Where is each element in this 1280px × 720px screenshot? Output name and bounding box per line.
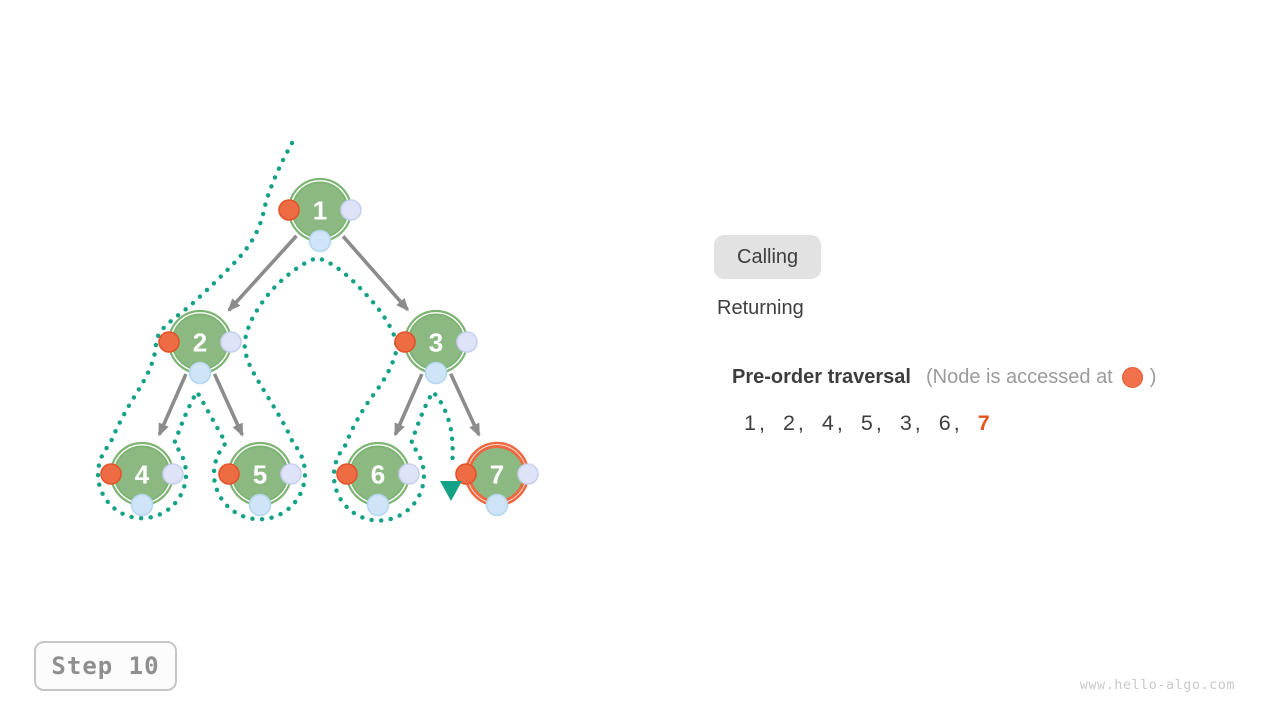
sequence-value: 7: [977, 411, 990, 435]
preorder-access-dot: [100, 463, 122, 485]
postorder-dot: [130, 493, 154, 517]
node-label: 3: [429, 327, 443, 357]
sequence-value: 1: [744, 411, 756, 435]
sequence-value: 6: [938, 411, 951, 435]
inorder-dot: [220, 331, 242, 353]
step-badge: Step 10: [34, 641, 177, 691]
tree-node-7: 7: [455, 441, 539, 517]
trail-pointer-icon: [440, 481, 462, 501]
tree-edge-3-7: [449, 373, 481, 437]
node-label: 7: [490, 459, 504, 489]
node-label: 4: [135, 459, 150, 489]
sequence-separator: ,: [758, 411, 765, 435]
preorder-access-dot: [278, 199, 300, 221]
inorder-dot: [398, 463, 420, 485]
sequence-value: 4: [821, 411, 834, 435]
postorder-dot: [188, 361, 212, 385]
sequence-value: 5: [860, 411, 873, 435]
preorder-access-dot: [336, 463, 358, 485]
postorder-dot: [485, 493, 509, 517]
sequence-value: 2: [782, 411, 795, 435]
preorder-access-dot: [394, 331, 416, 353]
postorder-dot: [248, 493, 272, 517]
tree-node-3: 3: [394, 309, 478, 385]
tree-node-2: 2: [158, 309, 242, 385]
traversal-header: Pre-order traversal (Node is accessed at…: [732, 366, 1156, 389]
tree-edge-1-2: [227, 234, 298, 312]
access-dot-icon: [1121, 367, 1143, 388]
tree-edge-2-4: [157, 373, 188, 437]
node-label: 1: [313, 195, 327, 225]
inorder-dot: [517, 463, 539, 485]
sequence-separator: ,: [875, 411, 882, 435]
traversal-title: Pre-order traversal: [732, 366, 911, 388]
tree-edge-2-5: [212, 373, 244, 437]
sequence-separator: ,: [914, 411, 921, 435]
tree-edge-1-3: [341, 235, 409, 312]
inorder-dot: [162, 463, 184, 485]
tree-node-5: 5: [218, 441, 302, 517]
node-label: 5: [253, 459, 267, 489]
sequence-separator: ,: [953, 411, 960, 435]
preorder-access-dot: [218, 463, 240, 485]
traversal-sequence: 1,2,4,5,3,6,7: [744, 411, 990, 436]
sequence-separator: ,: [836, 411, 843, 435]
postorder-dot: [366, 493, 390, 517]
inorder-dot: [340, 199, 362, 221]
tree-node-4: 4: [100, 441, 184, 517]
tree-edge-3-6: [393, 373, 424, 437]
calling-button[interactable]: Calling: [714, 235, 822, 279]
traversal-note-suffix: ): [1149, 366, 1157, 388]
node-label: 6: [371, 459, 385, 489]
node-label: 2: [193, 327, 207, 357]
sequence-value: 3: [899, 411, 912, 435]
watermark: www.hello-algo.com: [1079, 677, 1235, 693]
preorder-access-dot: [455, 463, 477, 485]
inorder-dot: [280, 463, 302, 485]
tree-node-1: 1: [278, 177, 362, 253]
returning-button[interactable]: Returning: [717, 297, 804, 319]
tree-node-6: 6: [336, 441, 420, 517]
traversal-note: (Node is accessed at: [925, 366, 1113, 388]
postorder-dot: [308, 229, 332, 253]
inorder-dot: [456, 331, 478, 353]
postorder-dot: [424, 361, 448, 385]
preorder-access-dot: [158, 331, 180, 353]
sequence-separator: ,: [797, 411, 804, 435]
